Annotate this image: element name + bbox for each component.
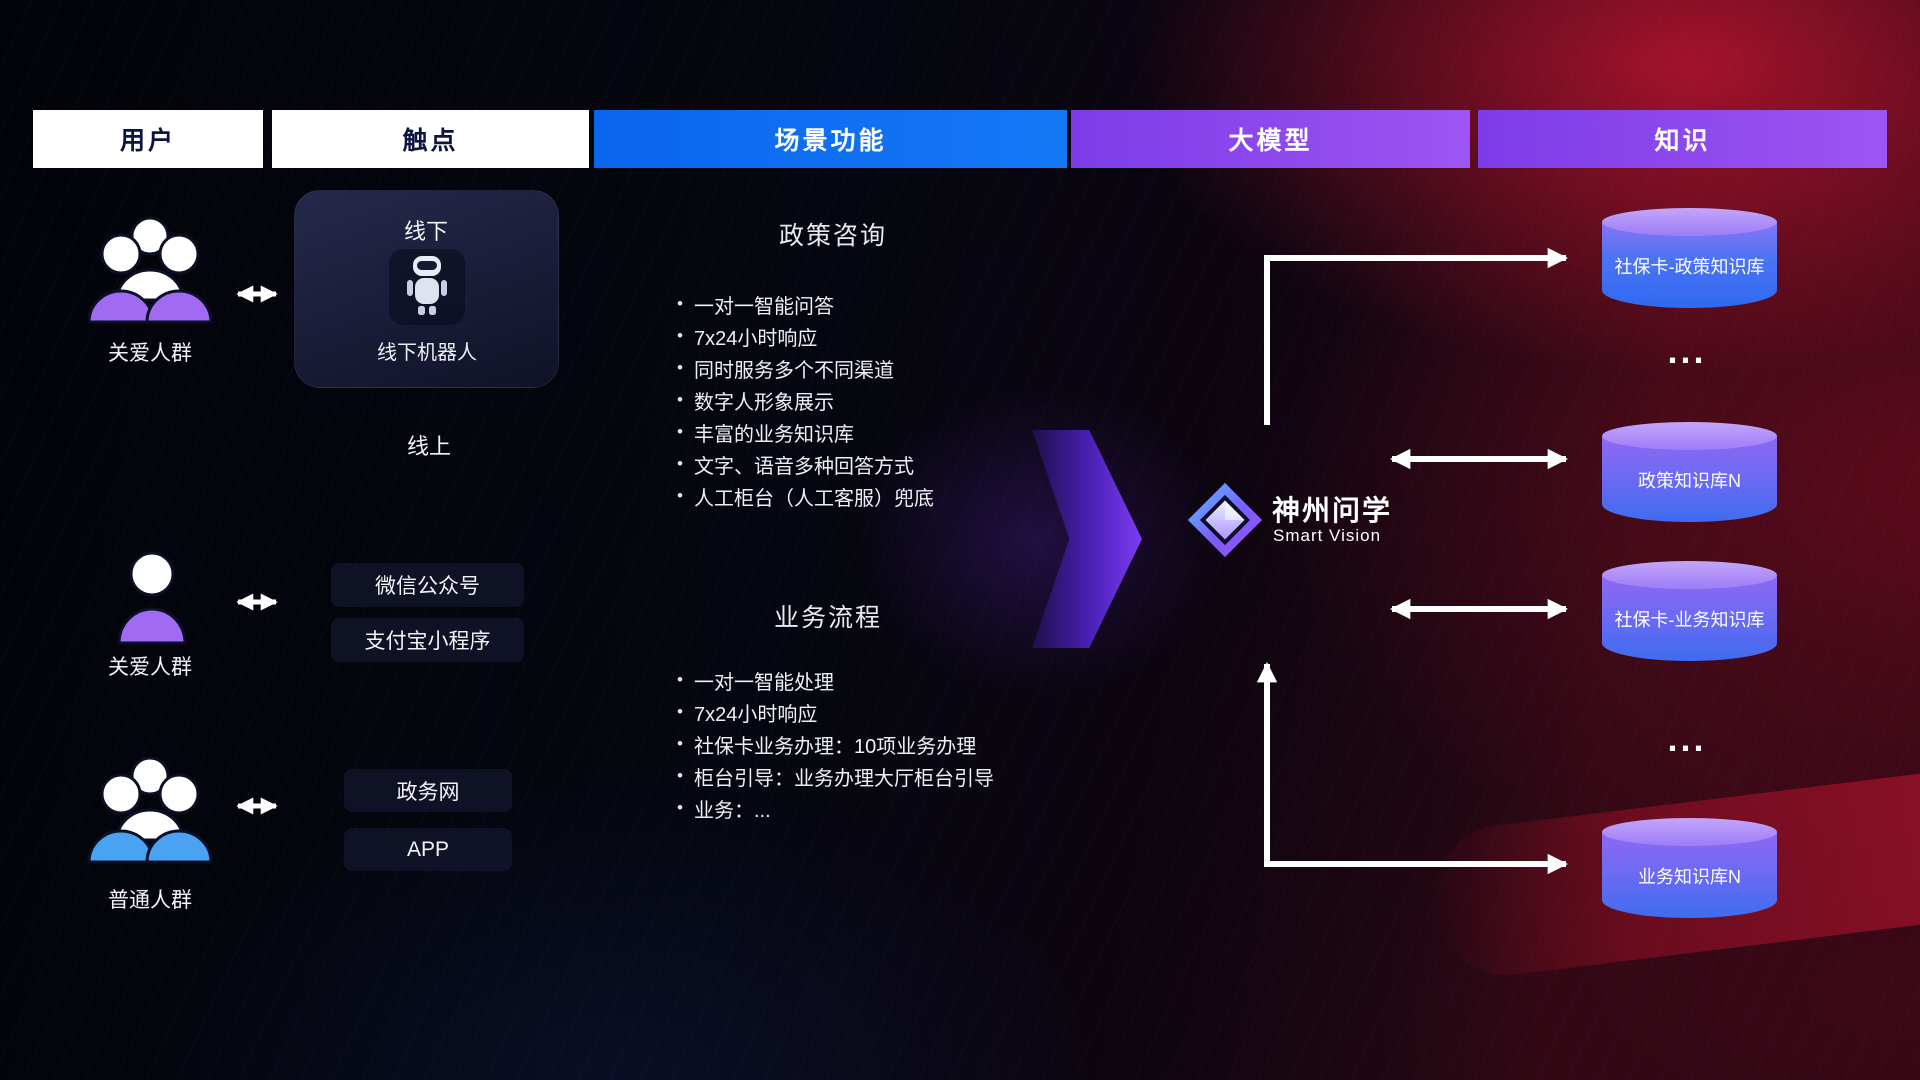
feature-text: 一对一智能处理 — [693, 671, 834, 694]
bullet-icon: • — [677, 454, 683, 473]
feature-item: • 同时服务多个不同渠道 — [677, 358, 934, 382]
feature-item: • 社保卡业务办理：10项业务办理 — [677, 734, 994, 758]
feature-text: 丰富的业务知识库 — [693, 423, 854, 446]
feature-item: • 7x24小时响应 — [677, 702, 994, 726]
person-icon — [117, 549, 187, 650]
header-label: 场景功能 — [774, 127, 887, 155]
channel-label: APP — [406, 837, 450, 861]
model-name: 神州问学 — [1272, 495, 1393, 526]
arrow-to-policy-kb — [1264, 247, 1569, 425]
channel-wechat: 微信公众号 — [331, 563, 524, 607]
channel-label: 微信公众号 — [375, 575, 480, 598]
bullet-icon: • — [677, 294, 683, 313]
feature-item: • 文字、语音多种回答方式 — [677, 454, 934, 478]
cylinder-body — [1602, 575, 1777, 661]
user-label: 普通人群 — [108, 889, 192, 912]
feature-item: • 数字人形象展示 — [677, 390, 934, 414]
cylinder-top — [1602, 208, 1777, 236]
robot-icon — [404, 255, 450, 322]
header-label: 知识 — [1654, 127, 1711, 155]
channel-app: APP — [344, 828, 512, 871]
header-col-users: 用户 — [33, 110, 263, 168]
feature-item: • 人工柜台（人工客服）兜底 — [677, 486, 934, 510]
bullet-icon: • — [677, 670, 683, 689]
cylinder-body — [1602, 222, 1777, 308]
bullet-icon: • — [677, 358, 683, 377]
knowledge-base-label: 政策知识库N — [1638, 471, 1741, 492]
header-col-touchpoints: 触点 — [272, 110, 589, 168]
database-cylinder-icon: 业务知识库N — [1602, 818, 1777, 918]
bullet-icon: • — [677, 422, 683, 441]
header-label: 用户 — [119, 127, 176, 155]
cylinder-top — [1602, 561, 1777, 589]
feature-text: 一对一智能问答 — [693, 295, 834, 318]
offline-title: 线下 — [403, 219, 449, 244]
header-label: 触点 — [402, 127, 459, 155]
bullet-icon: • — [677, 734, 683, 753]
database-cylinder-icon: 社保卡-政策知识库 — [1602, 208, 1777, 308]
feature-text: 柜台引导：业务办理大厅柜台引导 — [693, 767, 994, 790]
user-label: 关爱人群 — [108, 342, 192, 365]
ellipsis-bottom: ... — [1667, 718, 1707, 759]
channel-govweb: 政务网 — [344, 769, 512, 812]
feature-text: 7x24小时响应 — [693, 703, 818, 726]
group-people-icon — [85, 212, 215, 329]
feature-item: • 7x24小时响应 — [677, 326, 934, 350]
offline-touchpoint-panel — [294, 190, 559, 388]
scenario-business-list: • 一对一智能处理 • 7x24小时响应 • 社保卡业务办理：10项业务办理 • 柜台引… — [677, 670, 994, 830]
feature-item: • 一对一智能处理 — [677, 670, 994, 694]
user-label: 关爱人群 — [108, 656, 192, 679]
feature-text: 同时服务多个不同渠道 — [693, 359, 894, 382]
channel-label: 支付宝小程序 — [364, 630, 491, 653]
cylinder-top — [1602, 818, 1777, 846]
ellipsis-top: ... — [1667, 330, 1707, 371]
feature-text: 业务：... — [693, 799, 771, 822]
feature-item: • 丰富的业务知识库 — [677, 422, 934, 446]
feature-item: • 柜台引导：业务办理大厅柜台引导 — [677, 766, 994, 790]
channel-alipay: 支付宝小程序 — [331, 618, 524, 662]
database-cylinder-icon: 政策知识库N — [1602, 422, 1777, 522]
header-col-model: 大模型 — [1071, 110, 1470, 168]
online-label: 线上 — [406, 434, 452, 459]
channel-label: 政务网 — [396, 780, 460, 804]
bullet-icon: • — [677, 486, 683, 505]
group-people-icon — [85, 752, 215, 869]
bullet-icon: • — [677, 798, 683, 817]
cylinder-body — [1602, 436, 1777, 522]
feature-item: • 业务：... — [677, 798, 994, 822]
feature-text: 社保卡业务办理：10项业务办理 — [693, 735, 977, 758]
feature-text: 文字、语音多种回答方式 — [693, 455, 914, 478]
cylinder-body — [1602, 832, 1777, 918]
scenario-policy-list: •一对一智能问答 •7x24小时响应 •同时服务多个不同渠道 •数字人形象展示 … — [677, 294, 934, 518]
database-cylinder-icon: 社保卡-业务知识库 — [1602, 561, 1777, 661]
knowledge-base-label: 社保卡-业务知识库 — [1614, 610, 1765, 631]
header-col-knowledge: 知识 — [1478, 110, 1887, 168]
scenario-policy-title: 政策咨询 — [778, 222, 888, 250]
header-col-scenarios: 场景功能 — [594, 110, 1067, 168]
feature-text: 7x24小时响应 — [693, 327, 818, 350]
flow-arrow — [1032, 430, 1142, 648]
knowledge-base-label: 社保卡-政策知识库 — [1614, 257, 1765, 278]
bullet-icon: • — [677, 766, 683, 785]
scenario-business-title: 业务流程 — [773, 604, 883, 632]
knowledge-base-label: 业务知识库N — [1638, 867, 1741, 888]
header-label: 大模型 — [1228, 127, 1313, 155]
robot-label: 线下机器人 — [377, 342, 477, 364]
feature-text: 人工柜台（人工客服）兜底 — [693, 487, 934, 510]
cylinder-top — [1602, 422, 1777, 450]
bullet-icon: • — [677, 326, 683, 345]
bullet-icon: • — [677, 702, 683, 721]
diamond-logo-icon — [1186, 481, 1264, 564]
feature-item: • 一对一智能问答 — [677, 294, 934, 318]
bullet-icon: • — [677, 390, 683, 409]
feature-text: 数字人形象展示 — [693, 391, 834, 414]
model-subtitle: Smart Vision — [1273, 526, 1382, 545]
